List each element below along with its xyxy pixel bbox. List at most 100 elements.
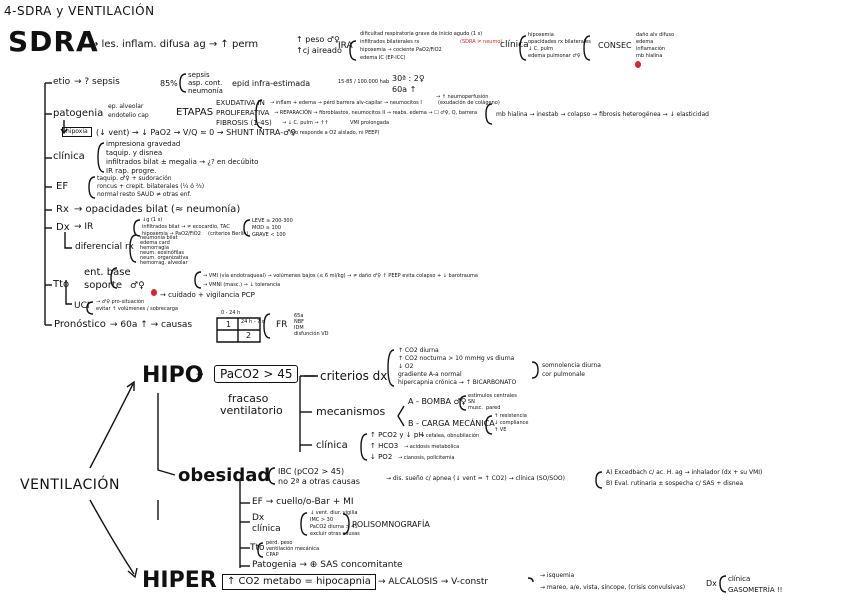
mec-b-2: ↓ compliance	[494, 420, 529, 426]
obesidad-4b: B) Eval. rutinaria ± sospecha c/ SAS + d…	[606, 480, 744, 487]
ventilatorio-label: ventilatorio	[220, 404, 283, 417]
dx-scale-2: MOD ≥ 100	[252, 225, 282, 231]
hipo-title: HIPO	[142, 363, 204, 388]
criterio-4: gradiente A-a normal	[398, 371, 462, 378]
rx-label: Rx	[56, 204, 69, 215]
patogenia-cells-1: ep. alveolar	[108, 103, 144, 110]
criterio-right-2: cor pulmonale	[542, 371, 585, 378]
obesidad-tto: Tto	[250, 543, 265, 553]
stage-fibrosis-vmi: VMI prolongada	[350, 120, 390, 126]
hiper-title: HIPER	[142, 568, 217, 593]
stage-proliferativa: PROLIFERATIVA	[216, 109, 270, 117]
prono-fr-2: NBF	[294, 319, 305, 325]
arrow: →	[196, 370, 204, 380]
stage-exudativa-collagen: (exudación de colágeno)	[438, 100, 500, 106]
mec-b-1: ↑ resistencia	[494, 413, 527, 419]
etio-pct: 85%	[160, 79, 178, 88]
stage-exudativa-desc: → inflam + edema → pérd barrera alv-capi…	[270, 100, 422, 106]
etio-list-3: neumonía	[188, 87, 223, 95]
dx-dif-6: hemorrag. alveolar	[140, 260, 188, 266]
obesidad-ef: EF → cuello/o-Bar + MI	[252, 497, 354, 507]
ob-dx-2: IMC > 30	[310, 517, 334, 523]
hiper-dx-1: clínica	[728, 575, 751, 583]
consec-2: edema	[636, 39, 654, 45]
prono-table-2: 2	[246, 331, 252, 340]
prono-table-h1: 0 - 24 h	[221, 310, 241, 316]
polisomnografia: POLISOMNOGRAFÍA	[352, 520, 430, 529]
mecanismo-b: B - CARGA MECÁNICA	[408, 419, 495, 428]
tto-label: Tto	[53, 279, 70, 290]
tto-soporte: soporte	[84, 280, 122, 291]
rx-text: → opacidades bilat (≈ neumonía)	[74, 204, 241, 215]
vent-clinica-2b: → acidosis metabólica	[404, 444, 460, 450]
tto-vmi: → VMI (vía endotraqueal) → volúmenes baj…	[203, 273, 478, 279]
etio-sex-1: 30ª : 2♀	[392, 74, 425, 83]
ob-dx-3: PaCO2 diurna > 45	[310, 524, 358, 530]
hipoxia-chain: (↓ vent) → ↓ PaO2 → V/Q ≈ 0 → SHUNT INTR…	[96, 128, 297, 137]
consec-label: CONSEC	[598, 41, 632, 50]
mec-a-2: SN	[468, 399, 475, 405]
sdra-definition-air: ↑cj aireado	[296, 46, 342, 55]
stage-fibrosis: FIBROSIS (1-4S)	[216, 119, 272, 127]
ef-item-1: taquip. ♂♀ + sudoración	[97, 175, 172, 182]
dx-ir: → IR	[74, 222, 94, 232]
obesidad-patogenia: Patogenia → ⊕ SAS concomitante	[252, 560, 403, 570]
ira-item-4: edema IC (EP-ICC)	[360, 55, 406, 61]
dx-dif-1: neumonía bilat	[140, 235, 178, 241]
prono-fr-3: IDM	[294, 325, 304, 331]
ob-dx-1: ↓ vent. diur. vigilia	[310, 510, 358, 516]
criterio-5: hipercapnia crónica → ↑ BICARBONATO	[398, 379, 517, 386]
hiper-chain: → ALCALOSIS → V-constr	[378, 577, 489, 587]
criterio-right-1: somnolencia diurna	[542, 362, 601, 369]
stage-exudativa: EXUDATIVA IN	[216, 99, 265, 107]
hipoxia-note: (no responde a O2 aislado, ni PEEP)	[290, 130, 380, 136]
obesidad-title: obesidad	[178, 465, 271, 486]
criterio-2: ↑ CO2 nocturna > 10 mmHg vs diurna	[398, 355, 515, 362]
ira-item-3: hipoxemia → cociente PaO2/FiO2	[360, 47, 442, 53]
dx-dif-3: hemorragia	[140, 245, 169, 251]
dx-label: Dx	[56, 222, 70, 233]
ventilacion-title: VENTILACIÓN	[20, 477, 120, 493]
obesidad-2: no 2ª a otras causas	[278, 477, 360, 486]
sdra-clinica-3: ↓ C. pulm	[528, 46, 554, 52]
hiper-symptoms: → mareo, a/e, vista, síncope, (crisis co…	[540, 584, 686, 591]
etio-incidence: 15-85 / 100.000 hab	[338, 79, 390, 85]
mecanismos-label: mecanismos	[316, 405, 386, 418]
dx-diferencial-label: diferencial rx	[75, 242, 134, 252]
criterios-label: criterios dx	[320, 369, 388, 383]
fracaso-label: fracaso	[228, 392, 269, 405]
pronostico-label: Pronóstico	[54, 319, 106, 330]
vent-clinica-3: ↓ PO2	[370, 453, 393, 461]
hiper-dx: Dx	[706, 579, 717, 588]
red-drop-icon	[635, 61, 641, 68]
mec-a-4: pared	[486, 405, 501, 411]
clinica-item-2: taquip. y disnea	[106, 149, 163, 157]
ira-item-2: infiltrados bilaterales rx	[360, 39, 420, 45]
stage-fibrosis-desc: → ↓ C. pulm → ↑↑	[282, 120, 329, 126]
sdra-definition: → les. inflam. difusa ag → ↑ perm	[90, 39, 259, 50]
mec-a-1: estímulos centrales	[468, 393, 517, 399]
hiper-isquemia: → isquemia	[540, 572, 575, 579]
clinica-item-3: infiltrados bilat ± megalia → ¿? en decú…	[106, 158, 259, 166]
chapter-title: 4-SDRA y VENTILACIÓN	[4, 4, 155, 18]
sdra-clinica-2: opacidades rx bilaterales	[528, 39, 591, 45]
vent-clinica-3b: → cianosis, policitemia	[398, 455, 455, 461]
mec-a-3: musc.	[468, 405, 483, 411]
vent-clinica-2: ↑ HCO3	[370, 442, 399, 450]
etio-sex-2: 60a ↑	[392, 85, 417, 94]
ef-label: EF	[56, 181, 69, 192]
vent-clinica-1b: → cefalea, obnubilación	[420, 433, 480, 439]
clinica-item-4: IR rap. progre.	[106, 167, 157, 175]
stage-proliferativa-desc: → REPARACIÓN → fibroblastos, neumocitos …	[274, 110, 478, 116]
obesidad-3: → dis. sueño c/ apnea (↓ vent = ↑ CO2) →…	[386, 475, 565, 482]
sdra-title: SDRA	[8, 25, 99, 58]
vent-clinica-label: clínica	[316, 440, 348, 451]
dx-dif-4: neum. eosinófilas	[140, 250, 185, 256]
obesidad-4a: A) Excedbach c/ ac. H. ag → inhalador (d…	[606, 469, 763, 476]
pronostico-text: → 60a ↑ → causas	[110, 320, 193, 330]
prono-table-h2: 24 h - 7 d	[241, 319, 266, 325]
dx-scale-3: GRAVE < 100	[252, 232, 286, 238]
paco2-box: PaCO2 > 45	[214, 365, 299, 383]
